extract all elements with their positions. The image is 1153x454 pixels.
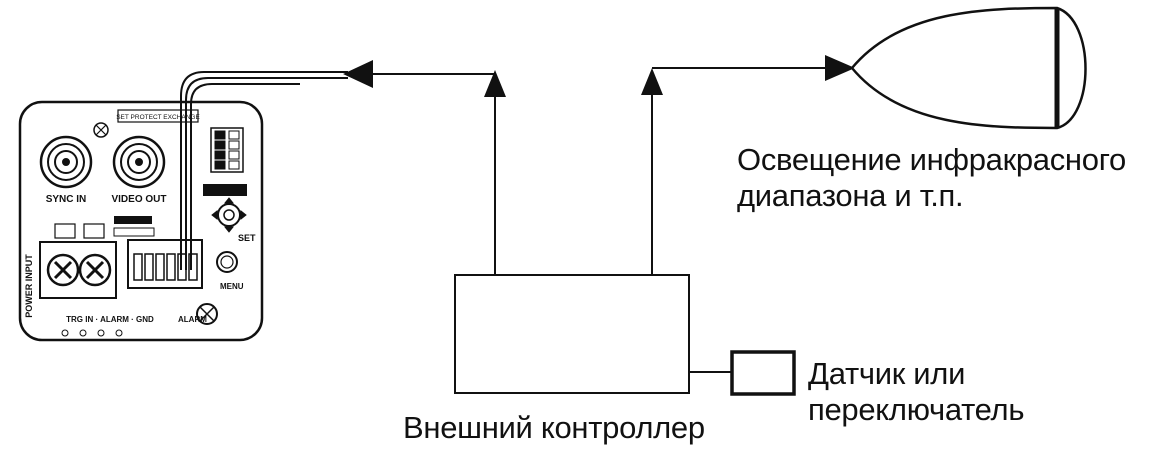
ir-lamp-label: Освещение инфракрасного диапазона и т.п. bbox=[737, 142, 1126, 214]
power-terminal-icon bbox=[39, 223, 117, 299]
alarm-terminal-icon bbox=[127, 239, 203, 289]
sensor-box bbox=[730, 350, 796, 396]
camera-cable bbox=[180, 71, 348, 270]
ir-lamp-label-line1: Освещение инфракрасного bbox=[737, 142, 1126, 177]
arrow-up-icon bbox=[641, 68, 663, 95]
screw-icon bbox=[196, 303, 218, 325]
set-label: SET bbox=[238, 233, 256, 243]
power-input-label: POWER INPUT bbox=[24, 254, 34, 318]
ir-lamp-icon bbox=[850, 6, 1087, 130]
terminal-label: TRG IN · ALARM · GND bbox=[66, 315, 154, 324]
dip-switch-icon bbox=[210, 127, 244, 173]
menu-label: MENU bbox=[220, 282, 244, 291]
screw-icon bbox=[93, 122, 109, 138]
camera-rear-panel: SET PROTECT EXCHANGE SYNC IN VIDEO OUT bbox=[18, 100, 264, 342]
camera-top-label: SET PROTECT EXCHANGE bbox=[116, 114, 200, 121]
sensor-label: Датчик или переключатель bbox=[808, 356, 1025, 428]
sensor-label-line1: Датчик или bbox=[808, 356, 966, 391]
arrow-up-icon bbox=[484, 70, 506, 97]
ir-lamp-label-line2: диапазона и т.п. bbox=[737, 178, 964, 213]
video-out-label: VIDEO OUT bbox=[111, 194, 166, 205]
terminal-screws-icon bbox=[61, 329, 123, 337]
external-controller-box bbox=[454, 274, 690, 394]
arrow-right-icon bbox=[825, 55, 855, 81]
arrow-left-icon bbox=[343, 60, 373, 88]
external-controller-label: Внешний контроллер bbox=[403, 410, 705, 445]
alarm-label: ALARM bbox=[178, 315, 207, 324]
video-out-connector-icon bbox=[112, 135, 166, 189]
menu-button-icon bbox=[216, 251, 238, 273]
set-joystick-icon bbox=[211, 197, 247, 233]
sync-in-label: SYNC IN bbox=[46, 194, 87, 205]
sensor-label-line2: переключатель bbox=[808, 392, 1025, 427]
sync-in-connector-icon bbox=[39, 135, 93, 189]
